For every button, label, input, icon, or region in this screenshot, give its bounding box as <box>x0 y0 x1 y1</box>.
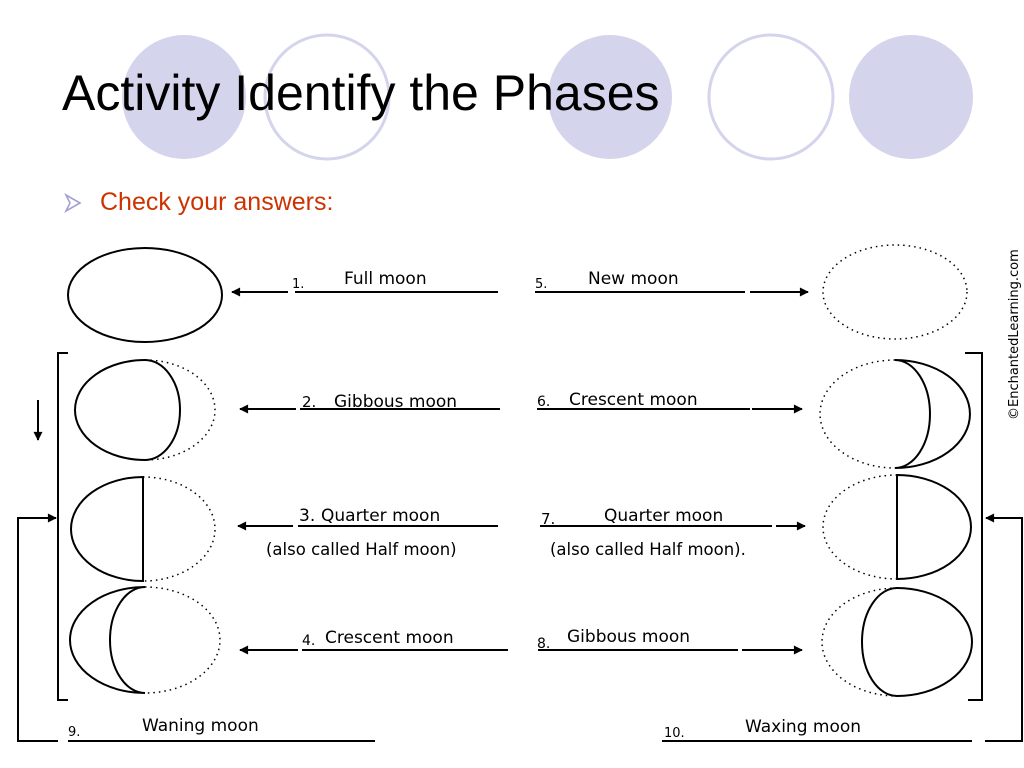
label-number-3: 3. <box>299 506 315 526</box>
label-number-6: 6. <box>537 394 550 410</box>
left-bracket <box>57 352 68 701</box>
decorative-circles <box>122 33 973 161</box>
credit-text: ©EnchantedLearning.com <box>1007 249 1022 420</box>
label-number-2: 2. <box>302 393 316 411</box>
moon-quarter-right <box>822 473 972 581</box>
label-number-7: 7. <box>541 510 555 528</box>
note-half-moon-right: (also called Half moon). <box>550 540 746 559</box>
label-quarter-moon-right: Quarter moon <box>604 506 723 526</box>
deco-circle-outline <box>263 33 391 161</box>
label-number-8: 8. <box>537 636 550 652</box>
slide-title: Activity Identify the Phases <box>62 65 660 121</box>
moon-gibbous-left <box>74 358 216 462</box>
moon-gibbous-right <box>821 586 973 698</box>
label-number-9: 9. <box>68 725 80 740</box>
label-waxing-moon: Waxing moon <box>745 717 861 737</box>
waning-cycle-arrow <box>17 513 58 742</box>
deco-circle-filled <box>122 35 246 159</box>
bullet-item: Check your answers: <box>64 188 333 217</box>
deco-circle-filled <box>849 35 973 159</box>
moon-new <box>822 244 968 340</box>
label-quarter-moon-left: Quarter moon <box>321 506 440 526</box>
arrow-bullet-icon <box>64 192 82 213</box>
moon-phases-diagram: 1. Full moon 5. New moon 2. Gibbous moon… <box>17 244 1023 742</box>
moon-full <box>67 247 223 343</box>
label-number-5: 5. <box>535 277 547 292</box>
label-crescent-moon-left: Crescent moon <box>325 628 454 648</box>
label-number-10: 10. <box>664 726 685 741</box>
label-number-1: 1. <box>292 277 304 292</box>
deco-circle-filled <box>548 35 672 159</box>
label-number-4: 4. <box>302 633 315 649</box>
waxing-cycle-arrow <box>985 513 1023 742</box>
bullet-text: Check your answers: <box>100 188 334 216</box>
moon-crescent-right <box>819 359 971 469</box>
note-half-moon-left: (also called Half moon) <box>266 540 457 559</box>
label-crescent-moon-right: Crescent moon <box>569 390 698 410</box>
label-waning-moon: Waning moon <box>142 716 259 736</box>
label-new-moon: New moon <box>588 269 679 289</box>
label-full-moon: Full moon <box>344 269 427 289</box>
label-gibbous-moon-right: Gibbous moon <box>567 627 690 647</box>
label-gibbous-moon-left: Gibbous moon <box>334 392 457 412</box>
moon-crescent-left <box>69 586 221 694</box>
deco-circle-outline <box>707 33 835 161</box>
right-bracket <box>965 352 983 701</box>
moon-quarter-left <box>70 475 216 583</box>
